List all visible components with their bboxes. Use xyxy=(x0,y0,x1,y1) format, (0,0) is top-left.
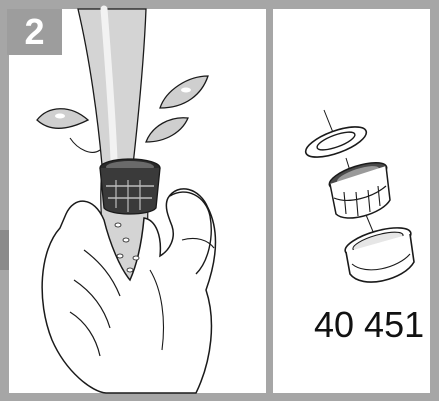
droplet xyxy=(133,256,139,260)
droplet xyxy=(115,223,121,227)
droplet xyxy=(127,268,133,272)
part-number: 40 451 xyxy=(314,304,424,346)
right-panel xyxy=(302,110,414,282)
splash-drop-left xyxy=(37,109,88,129)
splash-drop-right-mid xyxy=(146,118,188,142)
edge-tab xyxy=(0,230,9,270)
splash-shine-left xyxy=(55,114,65,119)
step-number-badge: 2 xyxy=(7,9,62,55)
droplet xyxy=(117,254,123,258)
aerator-body xyxy=(100,168,160,214)
frame-top-bar xyxy=(0,0,439,9)
splash-shine-right-top xyxy=(181,88,191,93)
frame-left-bar xyxy=(0,0,9,401)
droplet xyxy=(123,238,129,242)
frame-bottom-bar xyxy=(0,393,439,401)
frame-right-bar xyxy=(430,0,439,401)
panel-divider xyxy=(266,0,273,401)
splash-arc-left xyxy=(70,138,100,152)
left-panel xyxy=(0,9,215,393)
